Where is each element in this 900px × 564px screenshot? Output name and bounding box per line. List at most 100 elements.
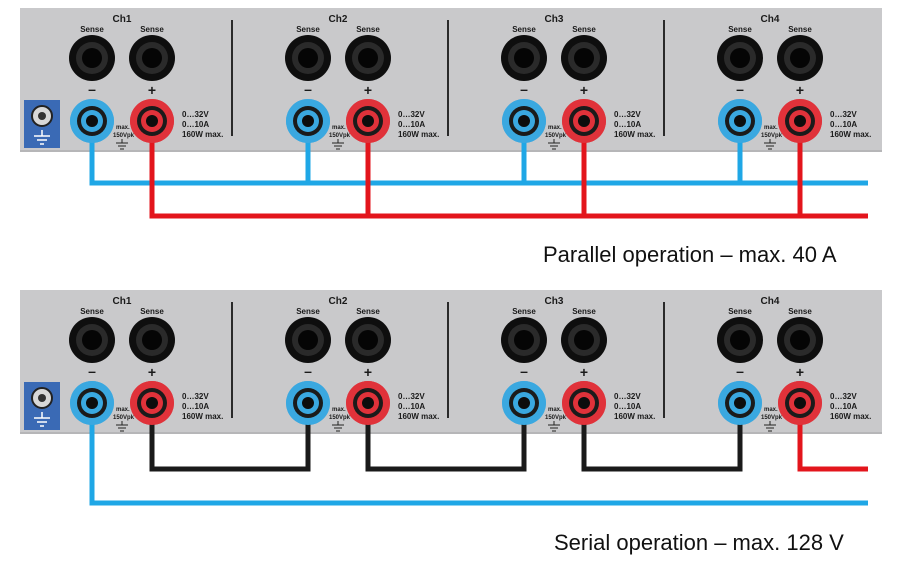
series-link-wire [149, 403, 311, 472]
isolation-value: 150Vpk [545, 133, 567, 139]
positive-output-jack-socket [578, 397, 590, 409]
minus-sign: – [88, 363, 96, 379]
chassis-ground-icon [548, 139, 560, 150]
sense-minus-jack-socket [730, 48, 750, 68]
voltage-range: 0…32V [398, 392, 425, 401]
sense-label: Sense [80, 307, 104, 316]
sense-minus-jack-socket [82, 48, 102, 68]
sense-minus-jack-socket [730, 330, 750, 350]
ground-jack-socket [38, 112, 46, 120]
parallel-wiring [70, 99, 868, 219]
sense-plus-jack-socket [142, 48, 162, 68]
current-range: 0…10A [830, 402, 857, 411]
channel-label: Ch3 [545, 296, 564, 307]
negative-output-jack-socket [302, 115, 314, 127]
plus-sign: + [796, 82, 804, 98]
chassis-ground-icon [764, 139, 776, 150]
minus-sign: – [736, 363, 744, 379]
sense-label: Sense [512, 25, 536, 34]
positive-output-jack-socket [146, 397, 158, 409]
sense-plus-jack-socket [358, 330, 378, 350]
sense-plus-jack-socket [358, 48, 378, 68]
current-range: 0…10A [182, 120, 209, 129]
minus-sign: – [304, 363, 312, 379]
sense-label: Sense [140, 25, 164, 34]
isolation-label: max. [548, 125, 562, 131]
isolation-label: max. [764, 125, 778, 131]
sense-label: Sense [512, 307, 536, 316]
plus-sign: + [580, 82, 588, 98]
current-range: 0…10A [830, 120, 857, 129]
isolation-value: 150Vpk [329, 133, 351, 139]
power-max: 160W max. [182, 130, 223, 139]
isolation-value: 150Vpk [113, 415, 135, 421]
current-range: 0…10A [182, 402, 209, 411]
serial-wiring [70, 381, 868, 506]
current-range: 0…10A [614, 120, 641, 129]
isolation-label: max. [332, 407, 346, 413]
sense-plus-jack-socket [142, 330, 162, 350]
channel-label: Ch3 [545, 14, 564, 25]
sense-label: Sense [728, 307, 752, 316]
ground-symbol-icon [34, 130, 50, 145]
isolation-label: max. [116, 125, 130, 131]
channel-label: Ch1 [113, 296, 132, 307]
voltage-range: 0…32V [398, 110, 425, 119]
chassis-ground-icon [332, 421, 344, 432]
minus-sign: – [520, 363, 528, 379]
sense-minus-jack-socket [298, 48, 318, 68]
plus-sign: + [148, 364, 156, 380]
sense-plus-jack-socket [574, 330, 594, 350]
sense-minus-jack-socket [82, 330, 102, 350]
isolation-label: max. [332, 125, 346, 131]
channel-label: Ch2 [329, 14, 348, 25]
sense-plus-jack-socket [574, 48, 594, 68]
plus-sign: + [796, 364, 804, 380]
isolation-value: 150Vpk [545, 415, 567, 421]
parallel-operation-caption: Parallel operation – max. 40 A [543, 242, 837, 267]
current-range: 0…10A [398, 402, 425, 411]
voltage-range: 0…32V [182, 392, 209, 401]
channel-label: Ch2 [329, 296, 348, 307]
positive-output-jack-socket [362, 115, 374, 127]
chassis-ground-icon [764, 421, 776, 432]
negative-output-jack-socket [302, 397, 314, 409]
sense-minus-jack-socket [514, 330, 534, 350]
sense-label: Sense [80, 25, 104, 34]
minus-sign: – [520, 81, 528, 97]
power-max: 160W max. [614, 130, 655, 139]
sense-label: Sense [788, 25, 812, 34]
sense-minus-jack-socket [298, 330, 318, 350]
negative-output-jack-socket [734, 115, 746, 127]
isolation-value: 150Vpk [329, 415, 351, 421]
sense-label: Sense [572, 25, 596, 34]
sense-plus-jack-socket [790, 330, 810, 350]
channel-label: Ch4 [761, 14, 780, 25]
minus-sign: – [736, 81, 744, 97]
positive-output-jack-socket [578, 115, 590, 127]
power-max: 160W max. [830, 412, 871, 421]
negative-output-jack-socket [86, 397, 98, 409]
voltage-range: 0…32V [830, 392, 857, 401]
current-range: 0…10A [614, 402, 641, 411]
power-max: 160W max. [182, 412, 223, 421]
chassis-ground-icon [116, 421, 128, 432]
negative-output-jack-socket [518, 115, 530, 127]
sense-plus-jack-socket [790, 48, 810, 68]
series-link-wire [581, 403, 743, 472]
isolation-value: 150Vpk [761, 133, 783, 139]
isolation-label: max. [764, 407, 778, 413]
sense-label: Sense [356, 25, 380, 34]
plus-sign: + [148, 82, 156, 98]
sense-minus-jack-socket [514, 48, 534, 68]
minus-sign: – [88, 81, 96, 97]
serial-operation-caption: Serial operation – max. 128 V [554, 530, 844, 555]
isolation-value: 150Vpk [113, 133, 135, 139]
chassis-ground-icon [116, 139, 128, 150]
isolation-value: 150Vpk [761, 415, 783, 421]
minus-sign: – [304, 81, 312, 97]
current-range: 0…10A [398, 120, 425, 129]
ground-symbol-icon [34, 412, 50, 427]
